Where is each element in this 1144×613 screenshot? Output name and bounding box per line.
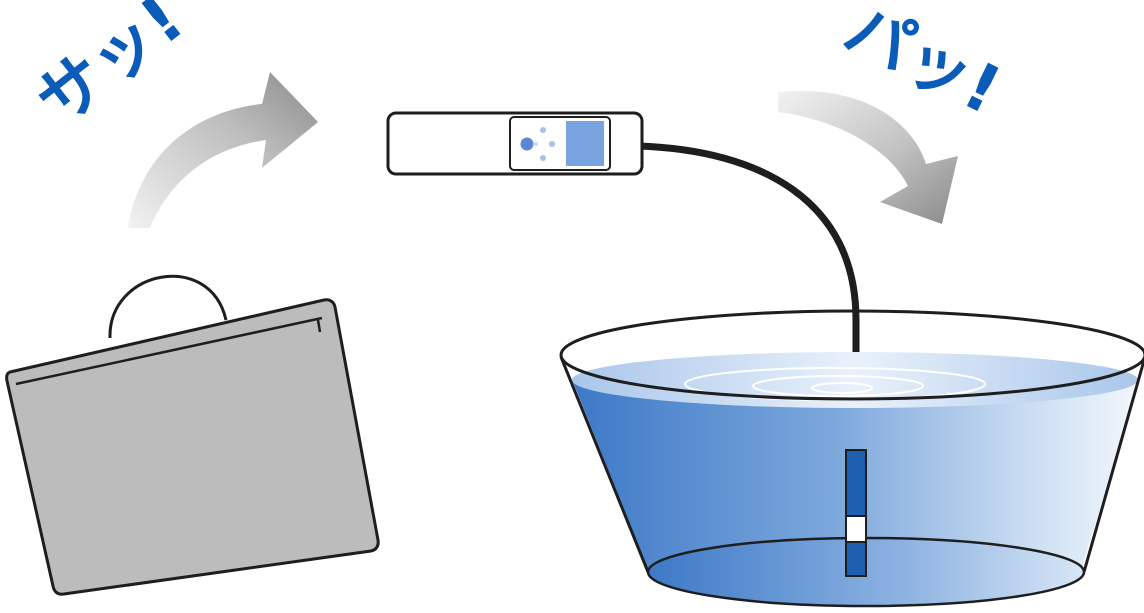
meter-button-down <box>540 155 546 161</box>
probe-icon <box>846 450 866 576</box>
meter-display <box>566 121 604 166</box>
right-curved-arrow-icon <box>778 91 958 224</box>
meter-button-up <box>540 127 546 133</box>
left-curved-arrow-icon <box>128 72 318 228</box>
probe-window <box>846 516 866 542</box>
bag-icon <box>7 276 379 594</box>
meter-button-main <box>521 138 534 151</box>
probe-sleeve-top <box>846 450 866 516</box>
probe-sleeve-bottom <box>846 542 866 576</box>
meter-button-left <box>534 142 538 146</box>
left-callout-text: サッ! <box>22 0 197 141</box>
meter-device-icon <box>388 113 642 174</box>
bag-body <box>7 300 379 594</box>
meter-button-right <box>549 141 555 147</box>
